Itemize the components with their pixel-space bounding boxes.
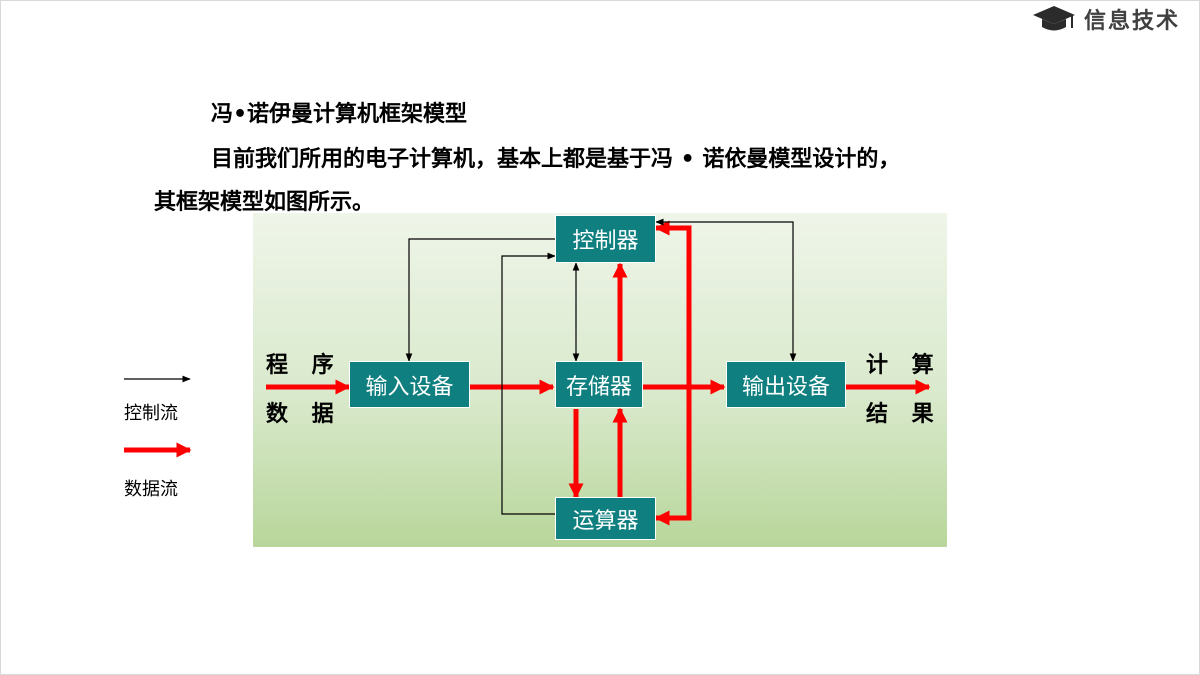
von-neumann-diagram: 控制器 输入设备 存储器 输出设备 运算器 程 序 数 据 计 算 结 果: [253, 213, 947, 547]
graduation-cap-icon: [1032, 6, 1075, 31]
legend-control-label: 控制流: [124, 403, 178, 424]
brand-text: 信息技术: [1083, 9, 1180, 34]
output-label-top: 计 算: [866, 353, 942, 378]
control-arrow-controller-input: [405, 238, 555, 362]
paragraph-line-1: 目前我们所用的电子计算机，基本上都是基于冯 • 诺依曼模型设计的，: [211, 147, 901, 172]
legend-arrows: [124, 375, 192, 458]
legend-data-label: 数据流: [124, 479, 178, 500]
output-device-box: 输出设备: [726, 361, 846, 408]
slide-title: 冯•诺伊曼计算机框架模型: [211, 102, 468, 127]
memory-box: 存储器: [555, 361, 643, 408]
alu-box: 运算器: [555, 497, 656, 540]
diagram-arrows: [266, 218, 931, 526]
output-label-bottom: 结 果: [866, 402, 942, 427]
input-device-box: 输入设备: [349, 361, 470, 408]
input-label-bottom: 数 据: [266, 402, 342, 427]
paragraph-line-2: 其框架模型如图所示。: [154, 190, 375, 215]
brand: 信息技术: [1032, 4, 1180, 34]
control-arrow-controller-output: [655, 218, 797, 362]
data-arrow-bus-controller: [654, 220, 692, 387]
controller-box: 控制器: [555, 215, 656, 263]
control-arrow-alu-controller: [501, 252, 556, 515]
data-arrow-bus-alu: [654, 387, 692, 526]
input-label-top: 程 序: [266, 353, 342, 378]
